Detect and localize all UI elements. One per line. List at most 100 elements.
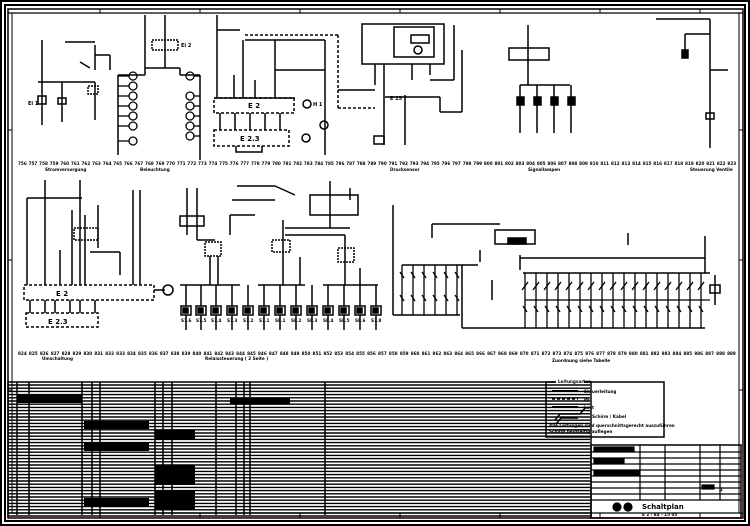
line-number: 884 bbox=[673, 351, 682, 356]
relay-contact bbox=[697, 281, 705, 291]
label-e2-top: E 2 bbox=[248, 102, 260, 110]
line-number: 832 bbox=[105, 351, 114, 356]
relay-contact bbox=[631, 281, 639, 291]
line-number: 827 bbox=[51, 351, 60, 356]
caption-power-supply: Stromversorgung bbox=[45, 167, 86, 172]
drawing-number: E 2 / 84 - 15 05 bbox=[642, 512, 677, 517]
line-number: 777 bbox=[240, 161, 249, 166]
line-number: 867 bbox=[487, 351, 496, 356]
line-number: 792 bbox=[399, 161, 408, 166]
line-number: 834 bbox=[127, 351, 136, 356]
line-type-legend bbox=[545, 381, 665, 438]
lamp-core bbox=[340, 307, 347, 314]
line-number: 773 bbox=[198, 161, 207, 166]
relay-control-circuit bbox=[179, 181, 378, 286]
relay-contact bbox=[521, 281, 529, 291]
relay-contact bbox=[687, 305, 693, 313]
line-number: 840 bbox=[193, 351, 202, 356]
lamp-label: S8.4 bbox=[323, 318, 334, 323]
relay-contact bbox=[643, 305, 649, 313]
relay-contact bbox=[399, 294, 405, 302]
lamp-label: S8.2 bbox=[291, 318, 302, 323]
line-number: 787 bbox=[346, 161, 355, 166]
pressure-sensor-circuit bbox=[361, 23, 463, 145]
company-logo-icon bbox=[612, 502, 622, 512]
relay-contact bbox=[598, 281, 606, 291]
legend-item-shield: Schirm / Kabel bbox=[592, 414, 627, 419]
line-number: 849 bbox=[291, 351, 300, 356]
lamp-label: S8.3 bbox=[307, 318, 318, 323]
relay-contact bbox=[454, 271, 460, 279]
relay-contact bbox=[443, 271, 449, 279]
line-number: 826 bbox=[40, 351, 49, 356]
line-number: 847 bbox=[269, 351, 278, 356]
lamp-core bbox=[308, 307, 315, 314]
power-supply-circuit bbox=[37, 40, 111, 125]
line-number: 756 bbox=[18, 161, 27, 166]
relay-contact bbox=[665, 305, 671, 313]
line-number: 789 bbox=[367, 161, 376, 166]
line-number: 836 bbox=[149, 351, 158, 356]
lamp-core bbox=[212, 307, 219, 314]
legend-title-bg bbox=[556, 378, 584, 384]
line-number: 852 bbox=[323, 351, 332, 356]
relay-contact bbox=[533, 305, 539, 313]
lamp-bank-left bbox=[117, 15, 201, 160]
line-number: 875 bbox=[574, 351, 583, 356]
line-number: 865 bbox=[465, 351, 474, 356]
lamp-core bbox=[324, 307, 331, 314]
line-number: 835 bbox=[138, 351, 147, 356]
table-filled-cell bbox=[84, 421, 149, 429]
line-number: 870 bbox=[520, 351, 529, 356]
line-number: 804 bbox=[526, 161, 535, 166]
line-number: 874 bbox=[563, 351, 572, 356]
line-number: 837 bbox=[160, 351, 169, 356]
lamp-core bbox=[182, 307, 189, 314]
line-number: 786 bbox=[336, 161, 345, 166]
line-number: 822 bbox=[717, 161, 726, 166]
line-number: 757 bbox=[29, 161, 38, 166]
lamp-core bbox=[356, 307, 363, 314]
line-number: 783 bbox=[304, 161, 313, 166]
line-number: 845 bbox=[247, 351, 256, 356]
relay-contact bbox=[399, 271, 405, 279]
line-number: 814 bbox=[632, 161, 641, 166]
relay-contact bbox=[698, 305, 704, 313]
line-number: 831 bbox=[94, 351, 103, 356]
line-number: 813 bbox=[622, 161, 631, 166]
company-logo-icon bbox=[623, 502, 633, 512]
lamp-label: S7.3 bbox=[227, 318, 238, 323]
line-number: 825 bbox=[29, 351, 38, 356]
line-number: 800 bbox=[484, 161, 493, 166]
line-number: 764 bbox=[103, 161, 112, 166]
line-number: 765 bbox=[113, 161, 122, 166]
relay-contact bbox=[642, 281, 650, 291]
line-number: 843 bbox=[225, 351, 234, 356]
line-number: 798 bbox=[463, 161, 472, 166]
line-number: 876 bbox=[585, 351, 594, 356]
line-number: 782 bbox=[293, 161, 302, 166]
line-number: 790 bbox=[378, 161, 387, 166]
line-number: 791 bbox=[389, 161, 398, 166]
label-h1: H 1 bbox=[313, 102, 323, 108]
legend-footnote-1: Alle Leitungen sind querschnittsgerecht … bbox=[549, 423, 675, 428]
caption-signal-lamps: Signallampen bbox=[528, 167, 560, 172]
relay-contact bbox=[566, 305, 572, 313]
relay-contact bbox=[588, 305, 594, 313]
relay-contact bbox=[532, 281, 540, 291]
line-number: 759 bbox=[50, 161, 59, 166]
title-block-field bbox=[593, 470, 640, 476]
lamp-label: S7.4 bbox=[211, 318, 222, 323]
line-number: 810 bbox=[590, 161, 599, 166]
line-number: 803 bbox=[516, 161, 525, 166]
line-number: 819 bbox=[685, 161, 694, 166]
relay-contact bbox=[410, 294, 416, 302]
line-number: 776 bbox=[230, 161, 239, 166]
lamp-core bbox=[372, 307, 379, 314]
legend-item-load: Last bbox=[584, 405, 594, 410]
title-block bbox=[590, 444, 742, 519]
relay-contact bbox=[410, 271, 416, 279]
lamp-label: S8.6 bbox=[355, 318, 366, 323]
